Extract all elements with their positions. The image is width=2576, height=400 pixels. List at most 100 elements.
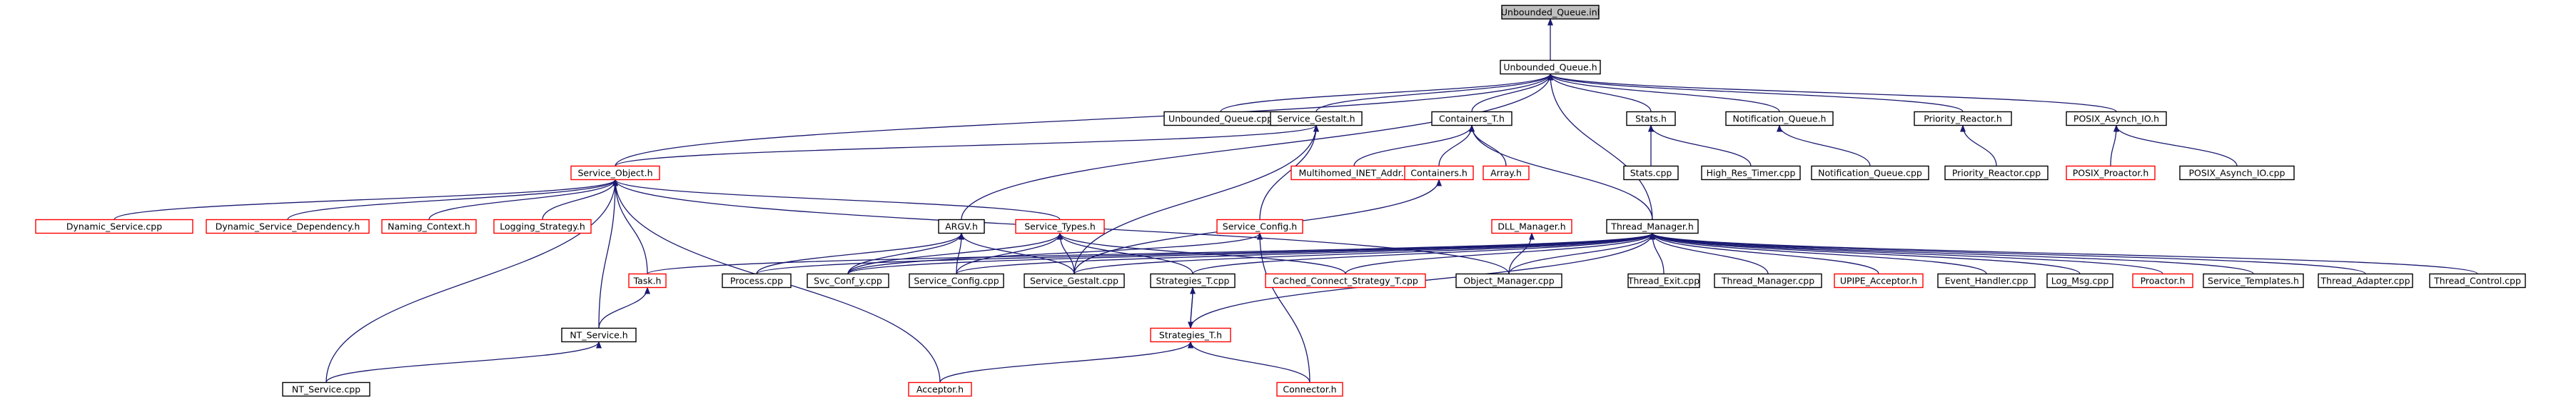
node-box [1404, 165, 1474, 181]
node-nt-service-h[interactable]: NT_Service.h [561, 327, 637, 343]
node-unbounded-queue-h[interactable]: Unbounded_Queue.h [1500, 59, 1601, 75]
node-label: Unbounded_Queue.inl [1501, 7, 1600, 18]
node-notification-queue-h[interactable]: Notification_Queue.h [1725, 111, 1834, 126]
edge-sgh-to-uqh [1315, 73, 1553, 112]
edge-upah-to-tmh [1650, 232, 1879, 274]
node-thread-exit-cpp[interactable]: Thread_Exit.cpp [1627, 273, 1700, 289]
node-containers-h[interactable]: Containers.h [1404, 165, 1474, 181]
node-box [628, 273, 667, 289]
node-unbounded-queue-inl: Unbounded_Queue.inl [1501, 4, 1600, 20]
node-thread-manager-cpp[interactable]: Thread_Manager.cpp [1714, 273, 1822, 289]
node-service-config-h[interactable]: Service_Config.h [1216, 219, 1303, 234]
node-nt-service-cpp[interactable]: NT_Service.cpp [282, 381, 370, 397]
node-stats-cpp[interactable]: Stats.cpp [1623, 165, 1679, 181]
node-box [938, 219, 985, 234]
node-posix-asynch-io-h[interactable]: POSIX_Asynch_IO.h [2066, 111, 2167, 126]
node-stats-h[interactable]: Stats.h [1626, 111, 1676, 126]
node-box [2179, 165, 2295, 181]
node-upipe-acceptor-h[interactable]: UPIPE_Acceptor.h [1834, 273, 1924, 289]
edge-prh-to-uqh [1547, 73, 1964, 113]
node-box [1015, 219, 1105, 234]
node-logging-strategy-h[interactable]: Logging_Strategy.h [493, 219, 592, 234]
edge-sth-to-soh [612, 179, 1061, 221]
node-box [2132, 273, 2193, 289]
node-label: Thread_Control.cpp [2433, 276, 2521, 286]
edge-tecpp-to-tmh [1650, 232, 1665, 274]
edge-tccpp-to-tmh [1650, 232, 2478, 275]
edge-paph-to-paioh [2110, 124, 2119, 166]
node-strategies-t-h[interactable]: Strategies_T.h [1150, 327, 1231, 343]
edge-soh-to-sgh [615, 124, 1319, 167]
node-notification-queue-cpp[interactable]: Notification_Queue.cpp [1811, 165, 1929, 181]
node-posix-proactor-h[interactable]: POSIX_Proactor.h [2066, 165, 2156, 181]
edge-sgcpp-to-tmh [1074, 232, 1655, 275]
node-service-gestalt-h[interactable]: Service_Gestalt.h [1270, 111, 1363, 126]
node-label: NT_Service.h [570, 330, 627, 341]
node-label: Strategies_T.cpp [1156, 276, 1230, 286]
node-object-manager-cpp[interactable]: Object_Manager.cpp [1455, 273, 1562, 289]
node-label: Stats.cpp [1630, 168, 1672, 179]
node-label: Notification_Queue.h [1733, 114, 1827, 124]
node-box [1216, 219, 1303, 234]
node-thread-manager-h[interactable]: Thread_Manager.h [1606, 219, 1699, 234]
node-naming-context-h[interactable]: Naming_Context.h [381, 219, 477, 234]
node-service-config-cpp[interactable]: Service_Config.cpp [909, 273, 1004, 289]
node-box [1937, 273, 2036, 289]
node-process-cpp[interactable]: Process.cpp [722, 273, 792, 289]
node-label: Priority_Reactor.h [1924, 114, 2002, 124]
edge-ehcpp-to-tmh [1650, 232, 1987, 274]
node-box [1431, 111, 1512, 126]
node-posix-asynch-io-cpp[interactable]: POSIX_Asynch_IO.cpp [2179, 165, 2295, 181]
node-service-types-h[interactable]: Service_Types.h [1015, 219, 1105, 234]
node-label: Priority_Reactor.cpp [1952, 168, 2041, 179]
node-label: Strategies_T.h [1159, 330, 1222, 341]
node-label: Service_Types.h [1024, 221, 1096, 232]
node-label: Service_Config.cpp [914, 276, 999, 286]
node-argv-h[interactable]: ARGV.h [938, 219, 985, 234]
edge-prcpp-to-prh [1960, 124, 1997, 166]
node-label: POSIX_Asynch_IO.h [2074, 114, 2159, 124]
node-proactor-h[interactable]: Proactor.h [2132, 273, 2193, 289]
node-box [1701, 165, 1801, 181]
node-label: High_Res_Timer.cpp [1707, 168, 1796, 179]
node-box [1623, 165, 1679, 181]
edge-acch-to-stth [939, 341, 1193, 383]
node-cached-connect-strategy-t-cpp[interactable]: Cached_Connect_Strategy_T.cpp [1265, 273, 1426, 289]
node-connector-h[interactable]: Connector.h [1276, 381, 1343, 397]
node-log-msg-cpp[interactable]: Log_Msg.cpp [2046, 273, 2113, 289]
node-box [1725, 111, 1834, 126]
node-service-gestalt-cpp[interactable]: Service_Gestalt.cpp [1024, 273, 1125, 289]
node-unbounded-queue-cpp[interactable]: Unbounded_Queue.cpp [1163, 111, 1278, 126]
node-label: Thread_Manager.h [1610, 221, 1694, 232]
edge-proah-to-tmh [1650, 232, 2163, 275]
node-task-h[interactable]: Task.h [628, 273, 667, 289]
node-event-handler-cpp[interactable]: Event_Handler.cpp [1937, 273, 2036, 289]
node-dll-manager-h[interactable]: DLL_Manager.h [1491, 219, 1572, 234]
node-label: Process.cpp [730, 276, 783, 286]
node-priority-reactor-cpp[interactable]: Priority_Reactor.cpp [1944, 165, 2049, 181]
edge-lmcpp-to-tmh [1650, 232, 2081, 275]
edge-sccpp-to-sth [956, 232, 1063, 274]
edge-stempcpp-to-tmh [1650, 232, 2254, 275]
node-label: Unbounded_Queue.cpp [1168, 114, 1273, 124]
edge-proccpp-to-argvh [756, 232, 964, 274]
node-service-object-h[interactable]: Service_Object.h [570, 165, 660, 181]
node-svc-conf-y-cpp[interactable]: Svc_Conf_y.cpp [807, 273, 889, 289]
node-dynamic-service-cpp[interactable]: Dynamic_Service.cpp [35, 219, 193, 234]
node-high-res-timer-cpp[interactable]: High_Res_Timer.cpp [1701, 165, 1801, 181]
node-array-h[interactable]: Array.h [1483, 165, 1530, 181]
node-label: Thread_Exit.cpp [1627, 276, 1699, 286]
node-box [1714, 273, 1822, 289]
node-dynamic-service-dependency-h[interactable]: Dynamic_Service_Dependency.h [206, 219, 370, 234]
node-label: Log_Msg.cpp [2051, 276, 2109, 286]
node-thread-control-cpp[interactable]: Thread_Control.cpp [2429, 273, 2526, 289]
node-box [1627, 273, 1700, 289]
node-thread-adapter-cpp[interactable]: Thread_Adapter.cpp [2318, 273, 2413, 289]
node-acceptor-h[interactable]: Acceptor.h [908, 381, 972, 397]
node-containers-t-h[interactable]: Containers_T.h [1431, 111, 1512, 126]
edge-svccpp-to-argvh [847, 232, 964, 274]
node-service-templates-h[interactable]: Service_Templates.h [2203, 273, 2304, 289]
node-multihomed-inet-addr-h[interactable]: Multihomed_INET_Addr.h [1290, 165, 1418, 181]
node-strategies-t-cpp[interactable]: Strategies_T.cpp [1150, 273, 1236, 289]
node-priority-reactor-h[interactable]: Priority_Reactor.h [1914, 111, 2012, 126]
